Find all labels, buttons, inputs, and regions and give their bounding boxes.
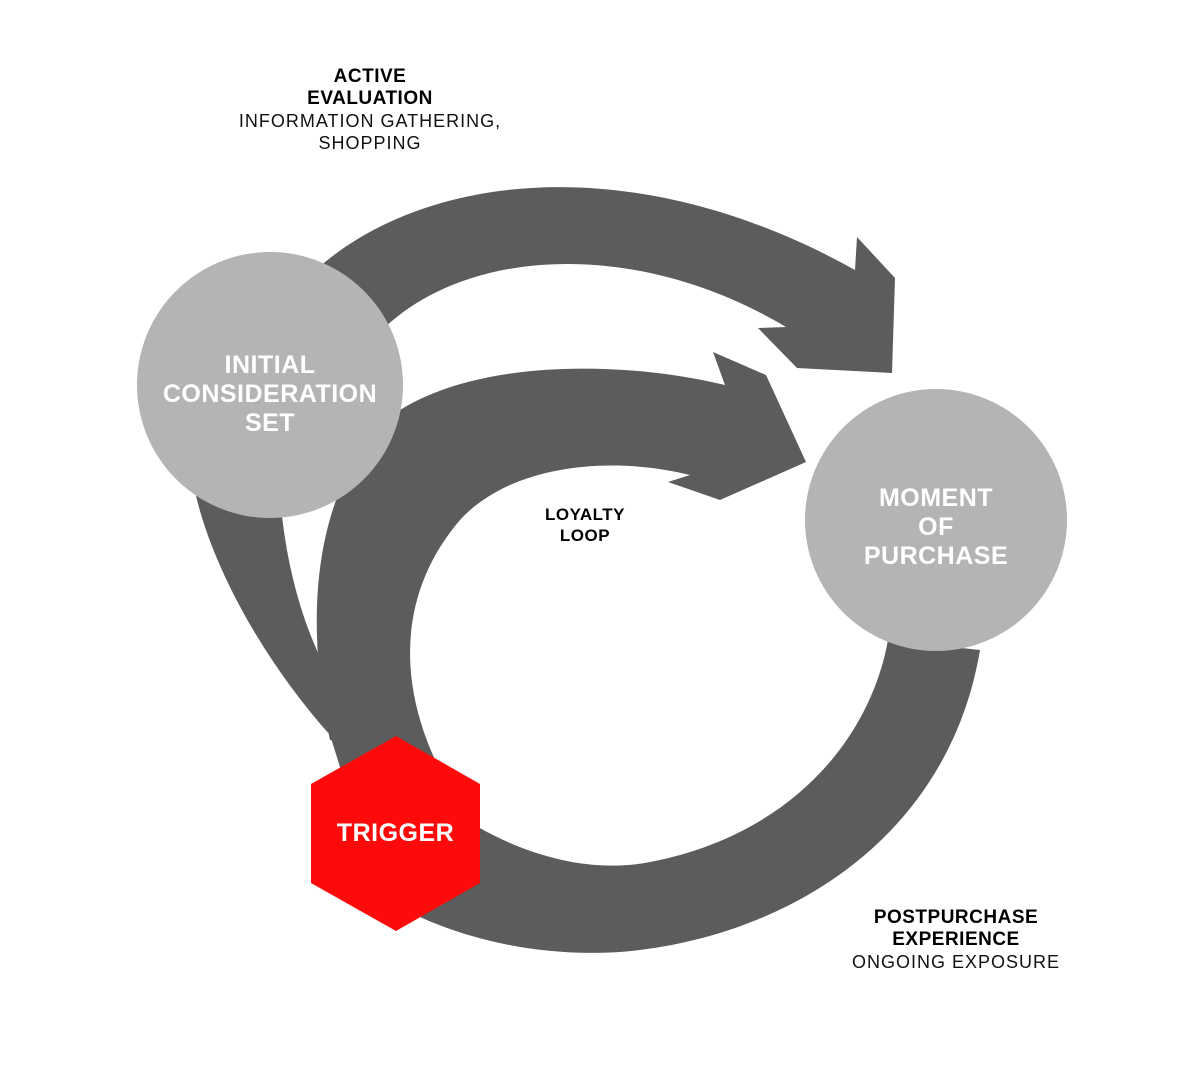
moment-of-purchase-circle	[805, 389, 1067, 651]
loyalty-loop-arrow	[316, 352, 806, 770]
loyalty-loop-line1: LOYALTY	[544, 505, 625, 524]
postpurchase-sub-line1: ONGOING EXPOSURE	[851, 952, 1061, 972]
active-evaluation-title-line1: ACTIVE	[333, 66, 407, 87]
moment-of-purchase-text: MOMENT OF PURCHASE	[816, 484, 1056, 571]
initial-consideration-text: INITIAL CONSIDERATION SET	[140, 351, 400, 438]
purchase-line2: OF	[918, 513, 954, 541]
active-evaluation-arrow	[318, 187, 895, 373]
initial-consideration-circle	[137, 252, 403, 518]
trigger-text: TRIGGER	[311, 819, 480, 848]
purchase-line1: MOMENT	[878, 484, 994, 512]
postpurchase-experience-label: POSTPURCHASE EXPERIENCE ONGOING EXPOSURE	[820, 907, 1092, 973]
postpurchase-title-line2: EXPERIENCE	[892, 929, 1020, 950]
loyalty-loop-label: LOYALTY LOOP	[515, 504, 655, 546]
active-evaluation-label: ACTIVE EVALUATION INFORMATION GATHERING,…	[220, 66, 520, 154]
initial-line2: CONSIDERATION	[162, 380, 378, 408]
loyalty-loop-line2: LOOP	[559, 526, 611, 545]
purchase-line3: PURCHASE	[863, 542, 1009, 570]
postpurchase-title-line1: POSTPURCHASE	[873, 907, 1039, 928]
initial-line3: SET	[244, 409, 296, 437]
active-evaluation-sub-line2: SHOPPING	[318, 133, 422, 153]
active-evaluation-title-line2: EVALUATION	[307, 88, 433, 109]
initial-line1: INITIAL	[224, 351, 316, 379]
active-evaluation-sub-line1: INFORMATION GATHERING,	[238, 111, 502, 131]
trigger-hexagon	[311, 736, 480, 931]
trigger-label: TRIGGER	[336, 819, 455, 847]
